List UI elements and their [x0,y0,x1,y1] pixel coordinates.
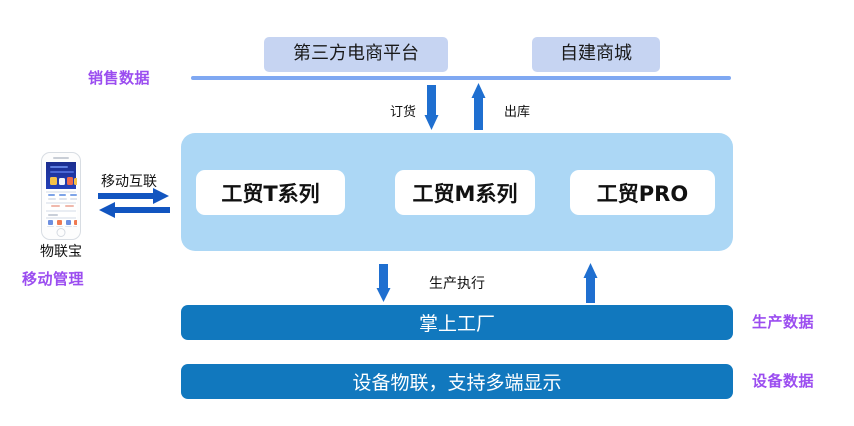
channel-tag-self-built: 自建商城 [532,37,660,72]
bar-iot[interactable]: 设备物联，支持多端显示 [181,364,733,399]
arrow-production-down [376,264,391,302]
platform-container: 工贸T系列 工贸M系列 工贸PRO [181,133,733,251]
product-card-2[interactable]: 工贸M系列 [395,170,535,215]
sales-channel-divider [191,76,731,80]
arrow-outbound-up [471,83,486,130]
arrow-mobile-right [98,188,169,204]
product-card-2-label: 工贸M系列 [412,181,518,206]
flow-caption-order: 订货 [390,105,417,120]
bar-iot-label: 设备物联，支持多端显示 [352,372,562,394]
flow-caption-production-exec: 生产执行 [429,276,485,292]
channel-tag-third-party: 第三方电商平台 [264,37,448,72]
product-card-3-label: 工贸PRO [596,181,689,206]
side-label-mobile-management: 移动管理 [22,270,85,288]
side-label-device-data: 设备数据 [752,372,815,390]
side-label-production-data: 生产数据 [752,313,815,331]
arrow-mobile-left [99,202,170,218]
bar-factory-label: 掌上工厂 [418,313,495,335]
side-label-sales-data: 销售数据 [88,69,151,87]
phone-banner [46,162,77,189]
product-card-1[interactable]: 工贸T系列 [196,170,345,215]
arrow-order-down [424,85,439,130]
phone-screen [45,162,77,227]
product-card-1-label: 工贸T系列 [221,181,320,206]
flow-caption-mobile-internet: 移动互联 [101,174,157,190]
product-card-3[interactable]: 工贸PRO [570,170,715,215]
bar-factory[interactable]: 掌上工厂 [181,305,733,340]
device-caption: 物联宝 [40,244,82,260]
smartphone-icon [41,152,81,240]
arrow-production-up [583,263,598,303]
phone-notch [53,157,69,159]
phone-home-button [56,228,66,237]
flow-caption-outbound: 出库 [504,105,531,120]
